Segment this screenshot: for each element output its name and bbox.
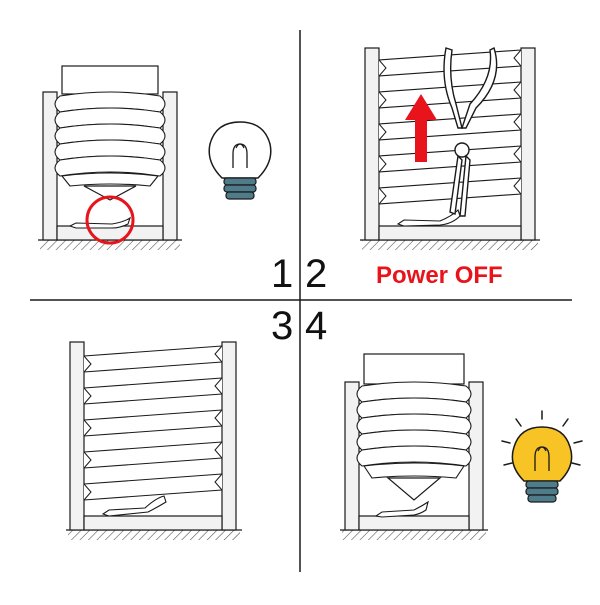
up-arrow-icon [405,94,437,162]
panel-4-socket [340,353,488,540]
step-number-4: 4 [305,304,328,348]
panel-3-socket [66,341,242,540]
contact-highlight-circle [85,195,135,245]
step-number-1: 1 [271,252,294,296]
step-number-2: 2 [305,252,328,296]
step-number-3: 3 [271,304,294,348]
light-bulb-on-icon [501,410,583,503]
panel-1-socket [38,65,182,250]
needle-nose-pliers-icon [443,47,498,217]
power-off-caption: Power OFF [376,262,503,289]
light-bulb-off-icon [208,121,272,200]
